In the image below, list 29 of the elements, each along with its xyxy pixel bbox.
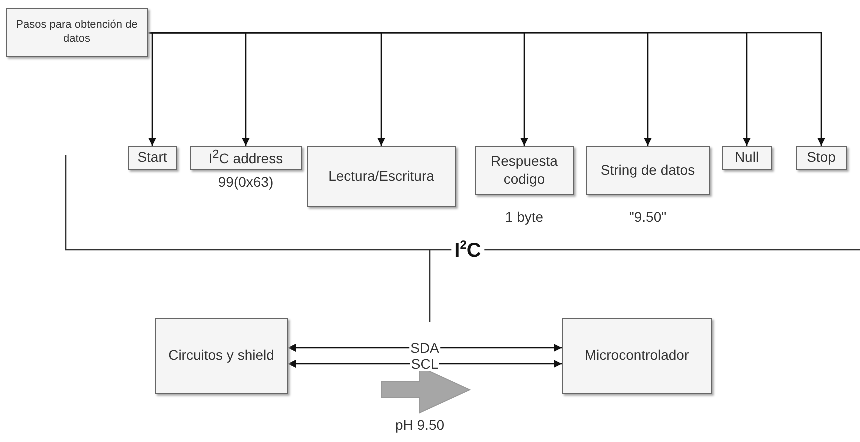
process-box [586, 146, 710, 195]
node-text: Pasos para obtención de datos [15, 18, 139, 46]
process-box [128, 146, 177, 170]
process-box [475, 146, 574, 195]
node-text: Stop [807, 149, 836, 167]
arrow [288, 360, 562, 368]
node-text: Circuitos y shield [168, 347, 274, 365]
node-text: Respuesta codigo [490, 153, 559, 188]
node-text: Lectura/Escritura [328, 168, 434, 186]
node-note: 1 byte [505, 209, 544, 225]
arrow-caption: pH 9.50 [395, 417, 445, 433]
node-text: Start [138, 149, 168, 167]
node-note: 99(0x63) [218, 174, 274, 190]
node-text: Microcontrolador [584, 347, 690, 365]
process-box [307, 146, 456, 207]
edge-label: SDA [410, 341, 440, 355]
process-box [722, 146, 772, 170]
node-text: String de datos [600, 162, 696, 180]
process-box [796, 146, 847, 170]
edge-label: SCL [410, 357, 440, 371]
process-box [6, 8, 148, 57]
process-box [190, 146, 302, 170]
arrow [148, 32, 156, 146]
node-text: I$^{2}$C address [208, 148, 284, 168]
process-box [155, 318, 288, 394]
process-box [562, 318, 712, 394]
node-text: Null [734, 149, 760, 167]
arrow [288, 344, 562, 352]
node-note: "9.50" [629, 209, 667, 225]
